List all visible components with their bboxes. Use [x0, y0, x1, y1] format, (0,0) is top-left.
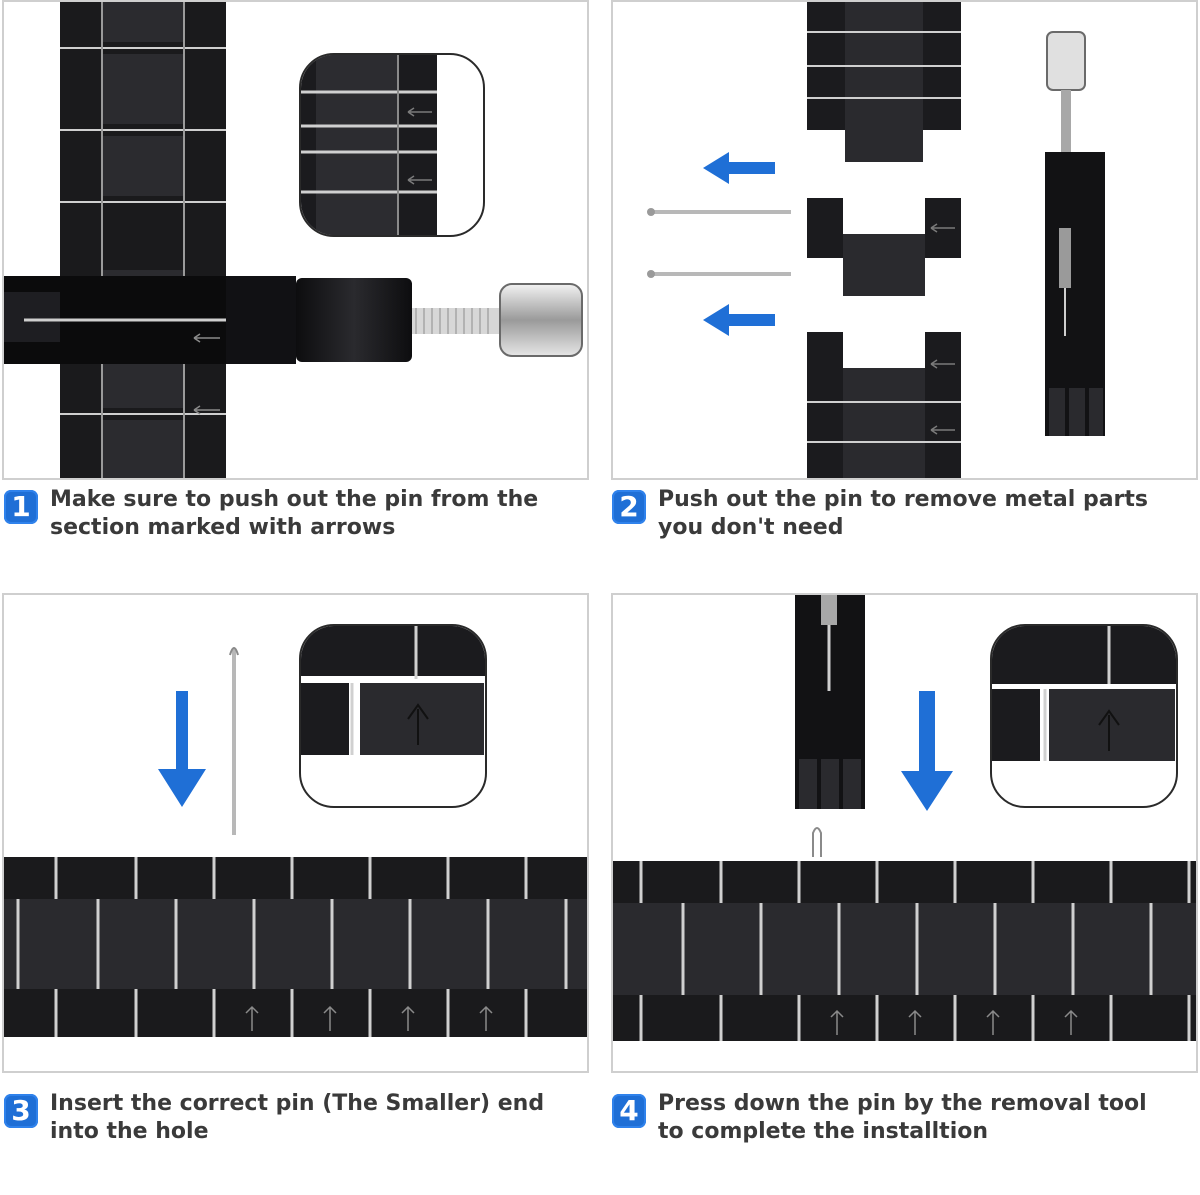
arrow-down-icon — [901, 691, 953, 811]
step-number-badge: 3 — [4, 1094, 38, 1128]
step3-illustration — [2, 593, 589, 1073]
step-description: Push out the pin to remove metal parts y… — [658, 487, 1149, 540]
step-description: Press down the pin by the removal tool t… — [658, 1091, 1147, 1144]
step-description: Insert the correct pin (The Smaller) end… — [50, 1091, 545, 1144]
arrow-down-icon — [158, 691, 206, 807]
pin-removal-tool — [795, 595, 865, 809]
inset-zoom — [990, 624, 1178, 808]
pin-removal-tool — [1045, 31, 1105, 436]
spring-pins — [647, 208, 791, 278]
removed-links — [807, 2, 961, 478]
inset-zoom — [299, 53, 485, 237]
arrow-left-icon — [703, 152, 775, 336]
watch-band-horizontal — [4, 857, 587, 1037]
step-number-badge: 2 — [612, 490, 646, 524]
spring-pin — [229, 647, 239, 835]
step2-illustration — [611, 0, 1198, 480]
step2-caption: 2 Push out the pin to remove metal parts… — [612, 486, 1158, 542]
step4-illustration — [611, 593, 1198, 1073]
arrow-left-small-icon — [193, 333, 220, 415]
step-description: Make sure to push out the pin from the s… — [50, 487, 539, 540]
arrow-up-icon — [407, 703, 429, 745]
step3-caption: 3 Insert the correct pin (The Smaller) e… — [4, 1090, 550, 1146]
watch-band-vertical — [60, 2, 226, 478]
pin-removal-tool — [4, 276, 583, 364]
step1-illustration — [2, 0, 589, 480]
step-number-badge: 1 — [4, 490, 38, 524]
step1-caption: 1 Make sure to push out the pin from the… — [4, 486, 550, 542]
arrow-up-icon — [1098, 709, 1120, 751]
step4-caption: 4 Press down the pin by the removal tool… — [612, 1090, 1158, 1146]
inset-zoom — [299, 624, 487, 808]
spring-pin — [812, 827, 822, 857]
watch-band-horizontal — [613, 861, 1196, 1041]
step-number-badge: 4 — [612, 1094, 646, 1128]
